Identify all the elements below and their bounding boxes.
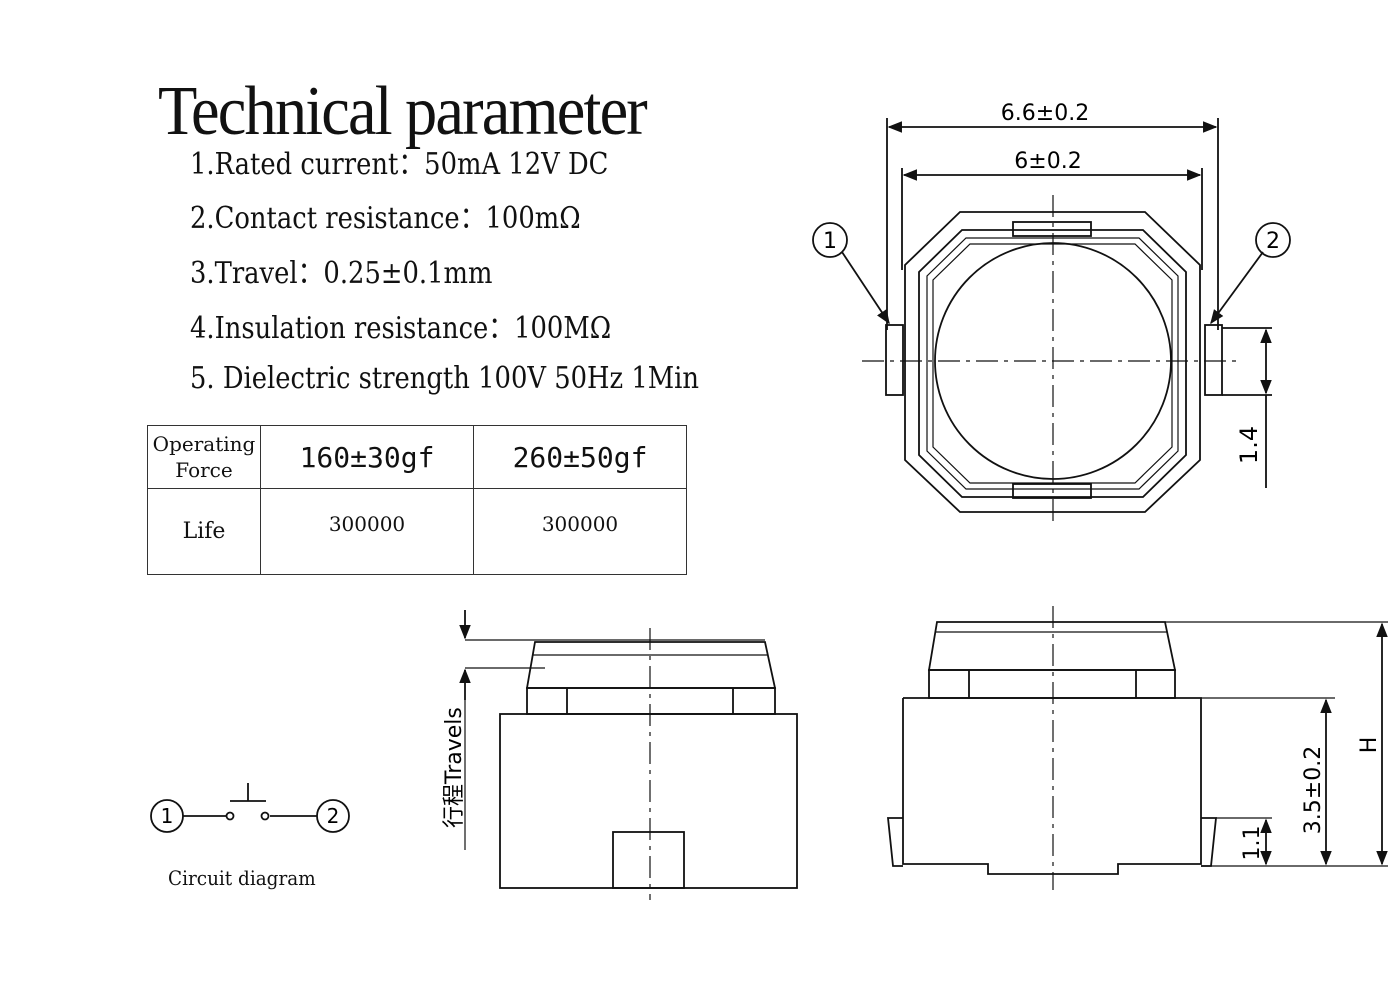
top-body-inner-outline <box>918 229 1187 498</box>
life-label: Life <box>147 488 261 575</box>
top-body-outline <box>904 211 1201 513</box>
side-view <box>459 610 798 900</box>
side-body <box>499 713 798 889</box>
dimension-inner-label: 6±0.2 <box>1014 149 1081 174</box>
page-title: Technical parameter <box>158 73 648 150</box>
front-plunger-cap <box>927 621 1177 671</box>
parameter-contact-resistance: 2.Contact resistance：100mΩ <box>190 201 581 236</box>
front-lead-right <box>1201 817 1217 867</box>
dimension-height-label: H <box>1357 737 1382 754</box>
terminal-left <box>885 324 904 396</box>
front-plunger-base <box>928 669 1176 699</box>
table-row: Operating Force 160±30gf 260±50gf <box>147 425 687 489</box>
spec-table: Operating Force 160±30gf 260±50gf Life 3… <box>147 425 687 575</box>
dimension-outer-label: 6.6±0.2 <box>1001 101 1089 126</box>
switch-contact-left <box>225 811 235 821</box>
dimension-pin-label: 1.4 <box>1235 426 1263 464</box>
pin-2-callout <box>1255 222 1291 258</box>
life-value-text: 300000 <box>541 511 619 536</box>
parameter-insulation-resistance: 4.Insulation resistance：100MΩ <box>190 311 612 346</box>
front-view <box>887 606 1388 890</box>
force-value-160: 160±30gf <box>260 425 474 489</box>
parameter-rated-current: 1.Rated current：50mA 12V DC <box>190 147 609 182</box>
top-tab <box>1012 221 1092 237</box>
top-view <box>812 118 1291 527</box>
pin-2-leader <box>1210 251 1264 325</box>
pin-1-callout-label: 1 <box>823 229 837 254</box>
life-value-260: 300000 <box>473 488 687 575</box>
force-value-260: 260±50gf <box>473 425 687 489</box>
front-lead-left <box>887 817 903 867</box>
parameter-dielectric-strength: 5. Dielectric strength 100V 50Hz 1Min <box>190 361 700 396</box>
switch-contact-right <box>260 811 270 821</box>
pin-2-callout-label: 2 <box>1266 229 1280 254</box>
bottom-tab <box>1012 483 1092 499</box>
circuit-caption: Circuit diagram <box>168 866 316 890</box>
side-terminal-slot <box>612 831 685 889</box>
life-value-160: 300000 <box>260 488 474 575</box>
life-value-text: 300000 <box>328 511 406 536</box>
pin-1-leader <box>841 251 890 325</box>
side-plunger-base <box>526 687 776 715</box>
pin-1-callout <box>812 222 848 258</box>
front-body <box>902 697 1202 875</box>
circuit-pin-2-label: 2 <box>327 804 340 828</box>
dimension-body-label: 3.5±0.2 <box>1301 746 1326 834</box>
parameter-travel: 3.Travel：0.25±0.1mm <box>190 256 493 291</box>
operating-force-label: Operating Force <box>147 425 261 489</box>
circuit-diagram <box>150 783 350 833</box>
terminal-right <box>1204 324 1223 396</box>
table-row: Life 300000 300000 <box>147 488 687 575</box>
side-plunger-cap <box>525 641 777 689</box>
dimension-lead-label: 1.1 <box>1240 826 1265 861</box>
travel-label: 行程Travels <box>442 707 467 828</box>
circuit-pin-1-label: 1 <box>161 804 174 828</box>
